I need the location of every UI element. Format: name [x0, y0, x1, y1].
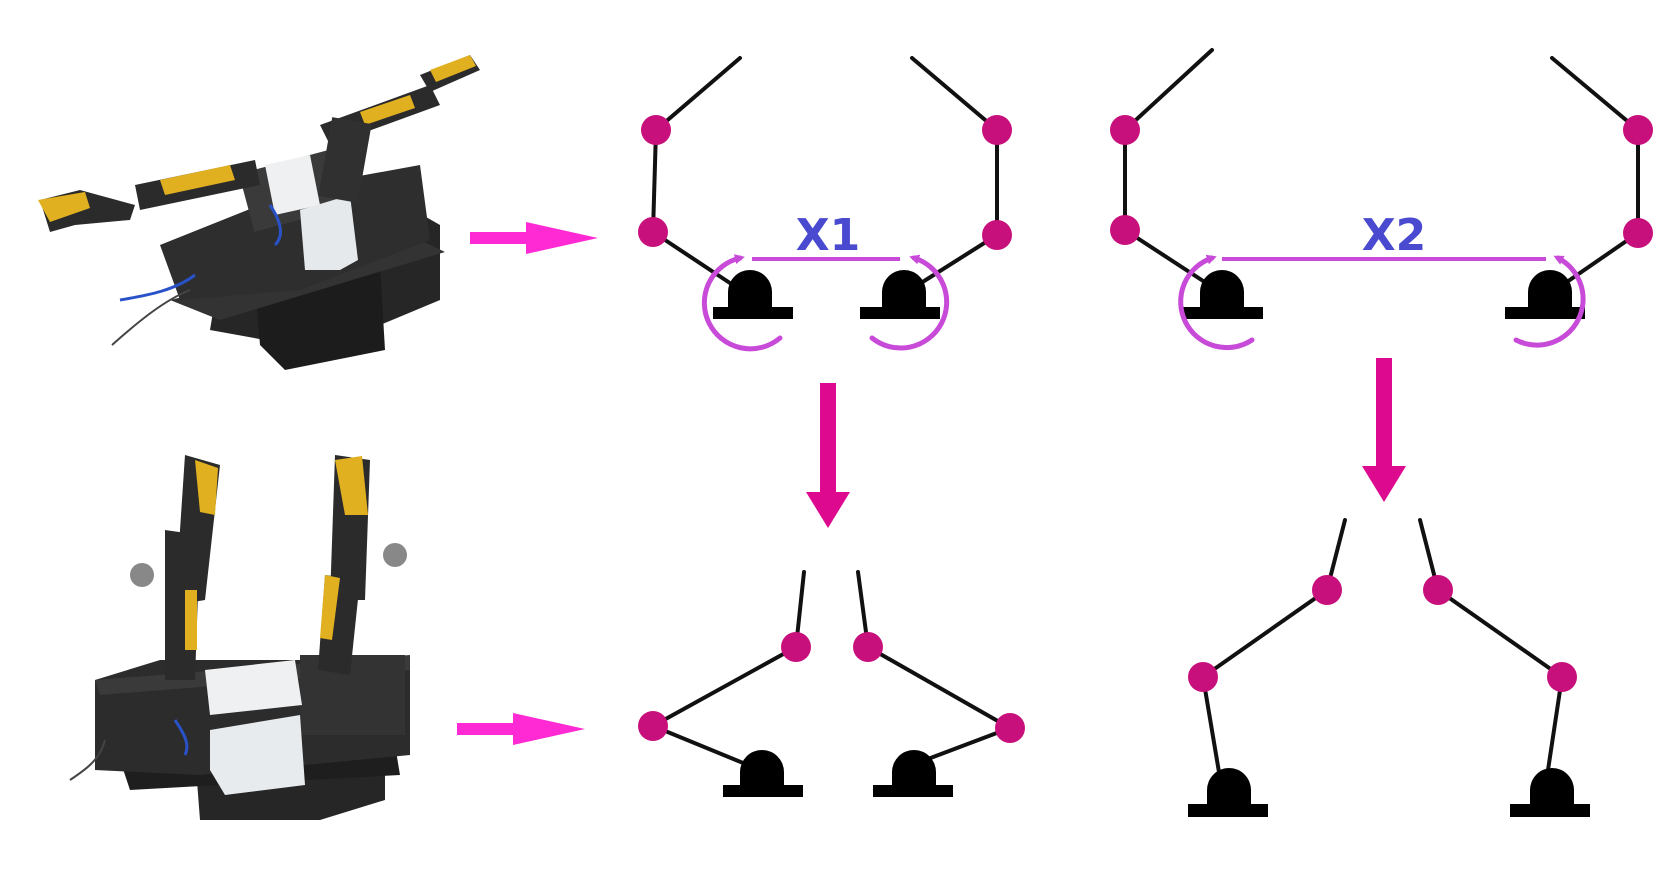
servo-base-icon [873, 750, 953, 797]
servo-base-icon [713, 270, 793, 319]
servo-base-icon [1510, 768, 1590, 817]
servo-base-icon [1183, 270, 1263, 319]
servo-base-icon [1188, 768, 1268, 817]
label-x2: X2 [1362, 210, 1427, 261]
gripper-fingers-open-photo [38, 55, 480, 370]
linkage-x2-closed [1188, 518, 1590, 817]
linkage-x1-closed [638, 570, 1025, 797]
rotation-arrow-icon [1513, 255, 1586, 348]
linkage-x1-open: X1 [638, 56, 1012, 352]
servo-base-icon [1505, 270, 1585, 319]
rotation-arrow-icon [701, 254, 783, 352]
arrow-down-x1 [806, 383, 850, 528]
linkage-x2-open: X2 [1110, 48, 1653, 351]
rotation-arrow-icon [869, 254, 950, 351]
arrow-bottom-right [457, 713, 585, 745]
servo-base-icon [860, 270, 940, 319]
servo-base-icon [723, 750, 803, 797]
label-x1: X1 [796, 210, 861, 261]
arrow-down-x2 [1362, 358, 1406, 502]
arrow-top-right [470, 222, 598, 254]
rotation-arrow-icon [1178, 254, 1255, 351]
gripper-fingers-closed-photo [69, 455, 410, 820]
